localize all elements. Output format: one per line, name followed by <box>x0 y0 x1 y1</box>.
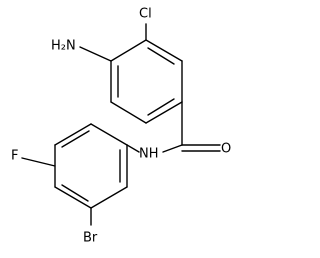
atom-label-chlorine: Cl <box>139 7 152 22</box>
bond-nh-ring <box>126 144 140 153</box>
bond-ring1-inner-2 <box>147 98 175 116</box>
bond-ring1-inner-1 <box>147 47 175 65</box>
bond-ring2-inner-2 <box>61 184 89 202</box>
atom-label-amino: H₂N <box>51 39 76 54</box>
bond-ring1-f <box>110 39 147 62</box>
bond-ring1-c <box>145 101 183 124</box>
bond-ring2-c <box>54 186 92 209</box>
atom-label-fluorine: F <box>11 149 18 164</box>
atom-label-bromine: Br <box>83 231 98 246</box>
bond-ring1-a <box>145 39 183 62</box>
chemical-structure-diagram: Cl H₂N O NH F Br <box>11 7 231 246</box>
upper-benzene-ring <box>110 39 183 124</box>
bond-carbonyl-nh <box>162 144 183 153</box>
bond-c-nh2 <box>79 46 112 62</box>
atom-label-amide-nh: NH <box>139 147 159 162</box>
bond-ring2-inner-3 <box>61 130 90 148</box>
bond-ring2-b <box>90 186 128 209</box>
bond-ring2-f <box>90 123 128 146</box>
bond-ring2-e <box>54 123 92 146</box>
bond-ring1-d <box>110 101 147 124</box>
lower-benzene-ring <box>54 123 128 209</box>
bond-c-f <box>21 157 56 167</box>
atom-label-oxygen: O <box>221 142 231 157</box>
